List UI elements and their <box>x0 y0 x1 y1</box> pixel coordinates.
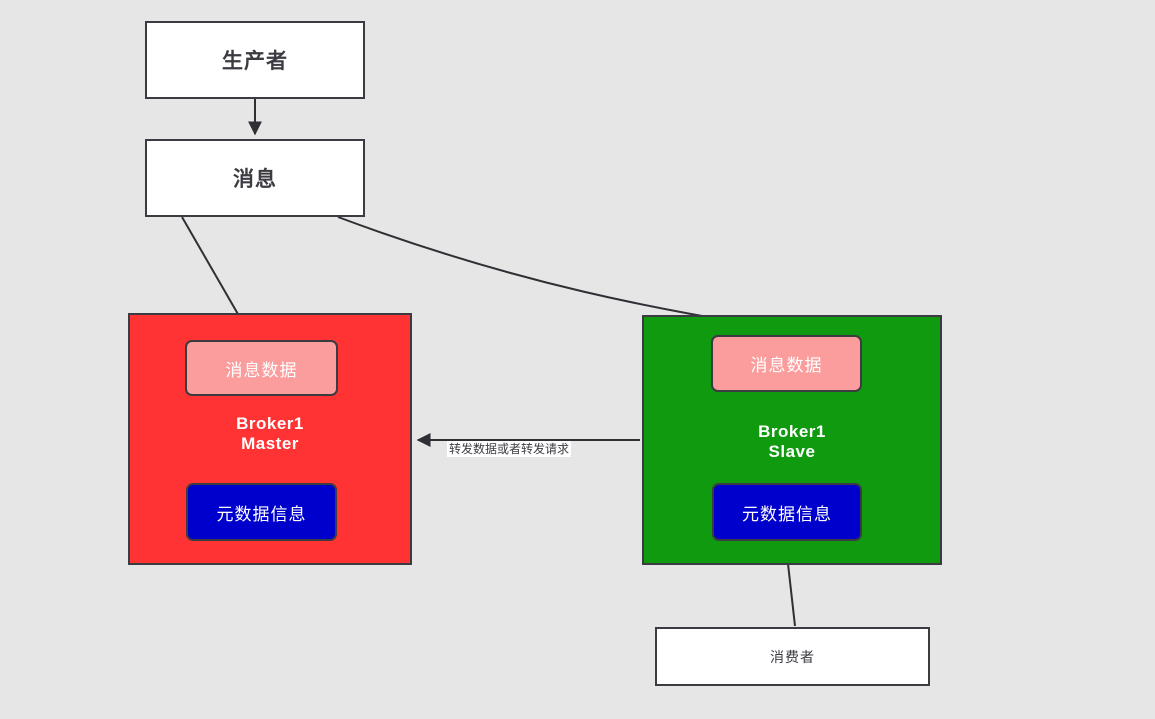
edge-label-forward: 转发数据或者转发请求 <box>447 441 572 457</box>
node-master-message-data-label: 消息数据 <box>225 360 298 380</box>
node-consumer-label: 消费者 <box>770 648 815 665</box>
node-master-metadata[interactable]: 元数据信息 <box>186 483 337 541</box>
node-broker-slave-label: Broker1 Slave <box>758 422 826 461</box>
node-master-metadata-label: 元数据信息 <box>216 504 307 524</box>
node-producer[interactable]: 生产者 <box>145 21 365 99</box>
node-master-message-data[interactable]: 消息数据 <box>185 340 338 396</box>
node-broker-master-label: Broker1 Master <box>236 414 304 453</box>
node-producer-label: 生产者 <box>222 50 288 73</box>
node-slave-metadata[interactable]: 元数据信息 <box>712 483 862 541</box>
node-consumer[interactable]: 消费者 <box>655 627 930 686</box>
node-message[interactable]: 消息 <box>145 139 365 217</box>
node-slave-metadata-label: 元数据信息 <box>742 504 832 524</box>
node-slave-message-data-label: 消息数据 <box>750 356 823 375</box>
node-slave-message-data[interactable]: 消息数据 <box>711 335 862 392</box>
node-message-label: 消息 <box>233 168 277 191</box>
